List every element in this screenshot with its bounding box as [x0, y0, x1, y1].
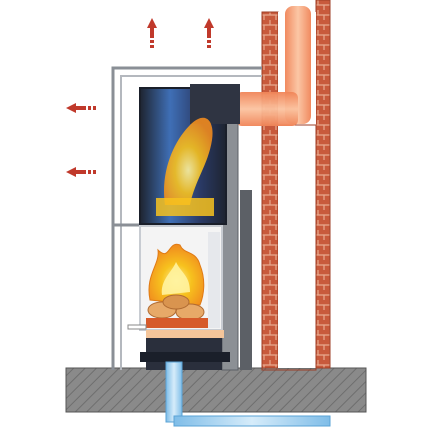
combustion-air-duct [165, 361, 331, 427]
convection-enclosure [111, 66, 262, 370]
arrow-up-icon [147, 18, 157, 48]
hearth-base [127, 324, 230, 362]
arrow-up-icon [204, 18, 214, 48]
arrow-left-icon [66, 167, 96, 177]
firewood-logs [146, 294, 208, 328]
arrow-left-icon [66, 103, 96, 113]
hot-flue-gas [236, 6, 311, 126]
fire-flames [148, 243, 205, 306]
heat-exchanger [139, 84, 240, 225]
floor-slab [65, 367, 367, 413]
